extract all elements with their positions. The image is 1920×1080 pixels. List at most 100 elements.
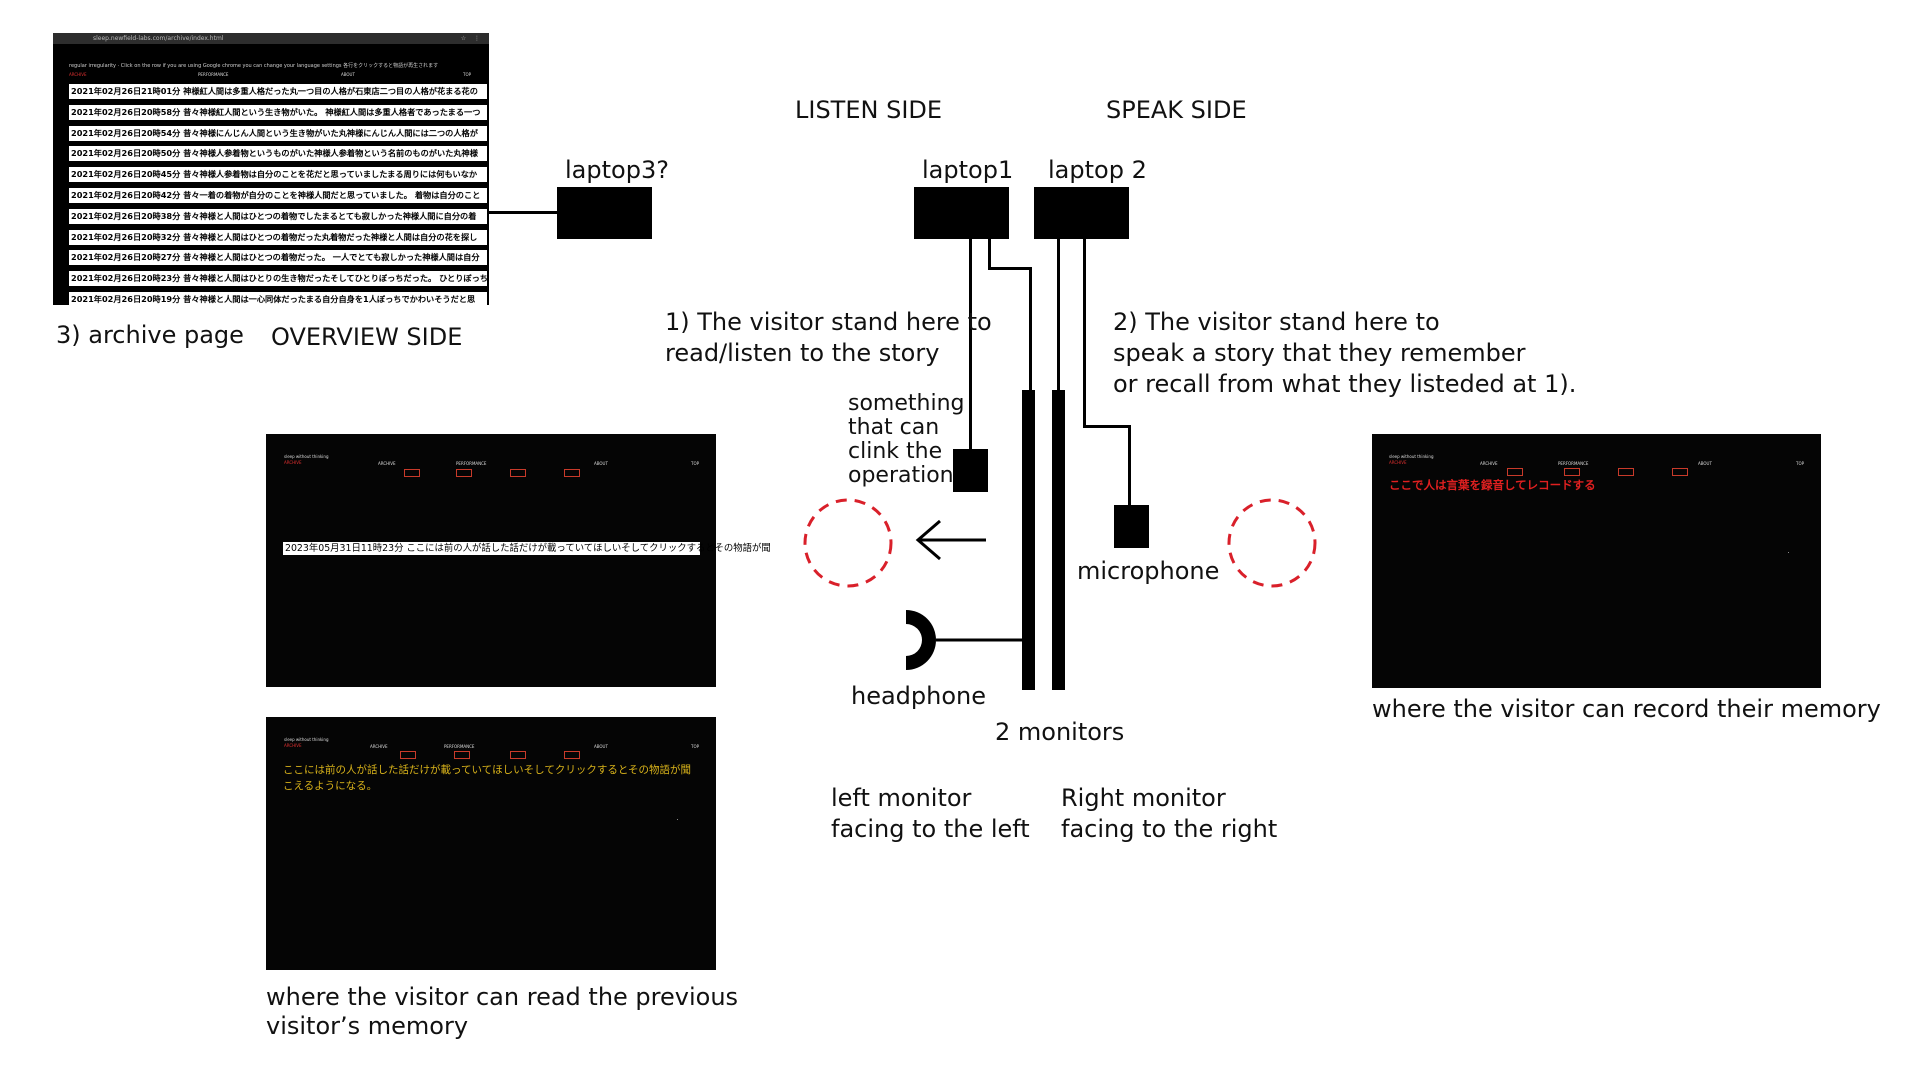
listen-nav-about[interactable]: ABOUT	[594, 461, 608, 466]
archive-instructions: regular irregularity · Click on the row …	[69, 63, 439, 69]
record-instruction-text: ここで人は言葉を録音してレコードする	[1389, 478, 1596, 492]
listen-control-button-3[interactable]	[510, 469, 526, 477]
listen-app-title: sleep without thinking	[284, 454, 329, 459]
laptop1-monitor-cable-v	[988, 239, 991, 269]
archive-row[interactable]: 2021年02月26日20時38分 昔々神様と人間はひとつの着物でしたまるとても…	[69, 208, 487, 224]
left-arrow-icon	[915, 519, 986, 561]
listen-control-button-1[interactable]	[404, 469, 420, 477]
left-monitor-line1: left monitor	[831, 784, 972, 812]
headphone-icon	[906, 610, 1024, 670]
visitor2-line1: 2) The visitor stand here to	[1113, 308, 1440, 336]
read-control-button-2[interactable]	[454, 751, 470, 759]
archive-row[interactable]: 2021年02月26日20時58分 昔々神様紅人間という生き物がいた。 神様紅人…	[69, 104, 487, 120]
archive-row[interactable]: 2021年02月26日20時32分 昔々神様と人間はひとつの着物だった丸着物だっ…	[69, 229, 487, 245]
clicker-text: something that can clink the operation	[848, 392, 964, 488]
record-control-button-1[interactable]	[1507, 468, 1523, 476]
headphone-label: headphone	[851, 682, 987, 710]
laptop1-monitor-cable-h	[988, 267, 1031, 270]
archive-row[interactable]: 2021年02月26日20時42分 昔々一着の着物が自分のことを神様人間だと思っ…	[69, 187, 487, 203]
microphone-block	[1114, 505, 1149, 548]
read-nav-top[interactable]: TOP	[691, 744, 700, 749]
record-control-button-3[interactable]	[1618, 468, 1634, 476]
listen-nav-performance[interactable]: PERFORMANCE	[456, 461, 487, 466]
archive-nav-archive[interactable]: ARCHIVE	[69, 72, 87, 77]
archive-nav-top[interactable]: TOP	[463, 72, 472, 77]
read-control-button-1[interactable]	[400, 751, 416, 759]
listen-nav-top[interactable]: TOP	[691, 461, 700, 466]
laptop2-block	[1034, 187, 1129, 239]
record-control-button-2[interactable]	[1564, 468, 1580, 476]
record-caption: where the visitor can record their memor…	[1372, 695, 1881, 723]
archive-row[interactable]: 2021年02月26日21時01分 神様紅人間は多重人格だった丸一つ目の人格が石…	[69, 84, 487, 99]
archive-row[interactable]: 2021年02月26日20時54分 昔々神様にんじん人間という生き物がいた丸神様…	[69, 125, 487, 141]
record-app-title: sleep without thinking	[1389, 454, 1434, 459]
record-nav-archive[interactable]: ARCHIVE	[1480, 461, 1498, 466]
mic-cable-v1	[1083, 239, 1086, 427]
microphone-label: microphone	[1077, 557, 1220, 585]
record-nav-top[interactable]: TOP	[1796, 461, 1805, 466]
clicker-cable	[969, 239, 972, 449]
read-nav-archive[interactable]: ARCHIVE	[370, 744, 388, 749]
archive-row[interactable]: 2021年02月26日20時23分 昔々神様と人間はひとりの生き物だったそしてひ…	[69, 271, 488, 287]
listen-control-button-4[interactable]	[564, 469, 580, 477]
overview-side-label: OVERVIEW SIDE	[271, 323, 463, 351]
right-monitor-text: Right monitor facing to the right	[1061, 783, 1277, 845]
read-cursor-dot	[677, 819, 678, 820]
browser-menu-icon: ☆ ⋮	[460, 35, 483, 42]
clicker-line1: something	[848, 391, 965, 416]
visitor1-position-circle	[803, 498, 893, 588]
read-screen: sleep without thinking ARCHIVE ARCHIVE P…	[266, 717, 716, 970]
archive-row[interactable]: 2021年02月26日20時45分 昔々神様人参着物は自分のことを花だと思ってい…	[69, 167, 487, 183]
listen-story-row[interactable]: 2023年05月31日11時23分 ここには前の人が話した話だけが載っていてほし…	[283, 542, 771, 555]
read-control-button-4[interactable]	[564, 751, 580, 759]
clicker-line4: operation	[848, 463, 954, 488]
visitor1-line2: read/listen to the story	[665, 339, 940, 367]
laptop2-monitor-cable	[1057, 239, 1060, 390]
read-nav-performance[interactable]: PERFORMANCE	[444, 744, 475, 749]
archive-list: 2021年02月26日21時01分 神様紅人間は多重人格だった丸一つ目の人格が石…	[69, 84, 488, 313]
browser-url: sleep.newfield-labs.com/archive/index.ht…	[93, 35, 224, 42]
visitor2-line3: or recall from what they listeded at 1).	[1113, 370, 1577, 398]
speak-side-label: SPEAK SIDE	[1106, 96, 1247, 124]
read-caption-line2: visitor’s memory	[266, 1012, 469, 1040]
listen-app-sub: ARCHIVE	[284, 460, 302, 465]
archive-page-screenshot: sleep.newfield-labs.com/archive/index.ht…	[53, 33, 489, 307]
listen-screen: sleep without thinking ARCHIVE ARCHIVE P…	[266, 434, 771, 687]
right-monitor-line2: facing to the right	[1061, 815, 1278, 843]
laptop3-cable	[489, 211, 557, 214]
listen-control-button-2[interactable]	[456, 469, 472, 477]
laptop1-label: laptop1	[922, 156, 1014, 184]
archive-row[interactable]: 2021年02月26日20時19分 昔々神様と人間は一心同体だったまる自分自身を…	[69, 291, 487, 307]
laptop1-monitor-cable-down	[1029, 267, 1032, 390]
read-caption-line1: where the visitor can read the previous	[266, 983, 739, 1011]
read-app-title: sleep without thinking	[284, 737, 329, 742]
left-monitor-line2: facing to the left	[831, 815, 1030, 843]
record-screen: sleep without thinking ARCHIVE ARCHIVE P…	[1372, 434, 1821, 688]
visitor2-line2: speak a story that they remember	[1113, 339, 1526, 367]
record-nav-performance[interactable]: PERFORMANCE	[1558, 461, 1589, 466]
right-monitor-bar	[1052, 390, 1065, 690]
visitor1-text: 1) The visitor stand here to read/listen…	[665, 307, 992, 369]
mic-cable-h	[1083, 425, 1130, 428]
read-nav-about[interactable]: ABOUT	[594, 744, 608, 749]
read-control-button-3[interactable]	[510, 751, 526, 759]
laptop3-label: laptop3?	[565, 156, 669, 184]
read-app-sub: ARCHIVE	[284, 743, 302, 748]
right-monitor-line1: Right monitor	[1061, 784, 1226, 812]
archive-nav-performance[interactable]: PERFORMANCE	[198, 72, 229, 77]
listen-nav-archive[interactable]: ARCHIVE	[378, 461, 396, 466]
visitor1-line1: 1) The visitor stand here to	[665, 308, 992, 336]
record-app-sub: ARCHIVE	[1389, 460, 1407, 465]
clicker-block	[953, 449, 988, 492]
record-control-button-4[interactable]	[1672, 468, 1688, 476]
read-caption: where the visitor can read the previous …	[266, 983, 738, 1041]
record-cursor-dot	[1788, 552, 1789, 553]
left-monitor-text: left monitor facing to the left	[831, 783, 1030, 845]
mic-cable-v2	[1128, 425, 1131, 505]
archive-row[interactable]: 2021年02月26日20時27分 昔々神様と人間はひとつの着物だった。 一人で…	[69, 250, 487, 266]
monitors-label: 2 monitors	[995, 718, 1125, 746]
archive-row[interactable]: 2021年02月26日20時50分 昔々神様人参着物というものがいた神様人参着物…	[69, 146, 487, 162]
clicker-line3: clink the	[848, 439, 943, 464]
archive-nav-about[interactable]: ABOUT	[341, 72, 355, 77]
record-nav-about[interactable]: ABOUT	[1698, 461, 1712, 466]
